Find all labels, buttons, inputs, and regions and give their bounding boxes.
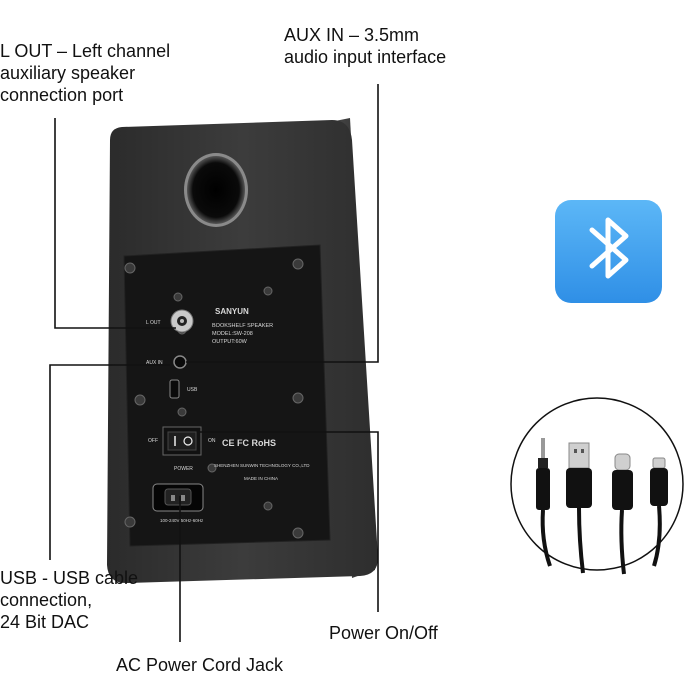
callout-aux-in-line-2: audio input interface (284, 47, 447, 67)
leader-aux-in (186, 84, 379, 363)
bluetooth-badge (555, 200, 662, 303)
ac-power-jack[interactable] (152, 483, 204, 512)
bluetooth-icon (589, 217, 629, 279)
callout-usb: USB - USB cable connection, 24 Bit DAC (0, 567, 138, 633)
usb-c-plug-icon (612, 453, 633, 575)
leader-l-out (54, 118, 176, 329)
product-line-2: MODEL:SW-208 (212, 331, 253, 337)
callout-usb-line-1: USB - USB cable (0, 568, 139, 588)
label-usb: USB (187, 387, 198, 393)
label-power: POWER (174, 466, 193, 472)
callout-l-out-line-3: connection port (0, 85, 124, 105)
bass-port (184, 153, 248, 227)
voltage-label: 100-240V/50Hz-60Hz (160, 518, 204, 523)
leader-power (200, 431, 379, 612)
callout-ac: AC Power Cord Jack (116, 654, 283, 676)
power-switch[interactable] (162, 426, 202, 456)
callout-usb-line-2: connection, (0, 590, 93, 610)
label-on: ON (208, 438, 216, 444)
label-off: OFF (148, 438, 158, 444)
product-line-3: OUTPUT:60W (212, 339, 248, 345)
made-in-label: MADE IN CHINA (244, 476, 278, 481)
leader-usb (49, 364, 170, 560)
audio-plug-icon (536, 438, 552, 567)
callout-aux-in: AUX IN – 3.5mm audio input interface (284, 24, 446, 68)
rear-panel: L OUT SANYUN BOOKSHELF SPEAKER MODEL:SW-… (123, 244, 331, 547)
label-aux-in: AUX IN (146, 360, 163, 366)
callout-l-out-line-1: L OUT – Left channel (0, 41, 171, 61)
brand-name: SANYUN (215, 307, 249, 316)
callout-aux-in-line-1: AUX IN – 3.5mm (284, 25, 420, 45)
company-name: SHENZHEN SUNWIN TECHNOLOGY CO.,LTD (214, 463, 310, 468)
cert-marks: CE FC RoHS (222, 438, 276, 448)
product-line-1: BOOKSHELF SPEAKER (212, 323, 273, 329)
usb-a-plug-icon (566, 442, 592, 574)
leader-lines (49, 84, 379, 642)
callout-l-out-line-2: auxiliary speaker (0, 63, 136, 83)
cables-illustration (510, 397, 684, 575)
callout-usb-line-3: 24 Bit DAC (0, 612, 90, 632)
callout-power: Power On/Off (329, 622, 438, 644)
aux-in-jack[interactable] (173, 355, 187, 369)
callout-ac-line-1: AC Power Cord Jack (116, 655, 284, 675)
callout-l-out: L OUT – Left channel auxiliary speaker c… (0, 40, 170, 106)
usb-port[interactable] (169, 379, 180, 399)
label-l-out: L OUT (146, 320, 161, 326)
callout-power-line-1: Power On/Off (329, 623, 438, 643)
micro-usb-plug-icon (650, 457, 668, 567)
l-out-jack[interactable] (170, 309, 194, 333)
panel-screws (124, 258, 304, 539)
